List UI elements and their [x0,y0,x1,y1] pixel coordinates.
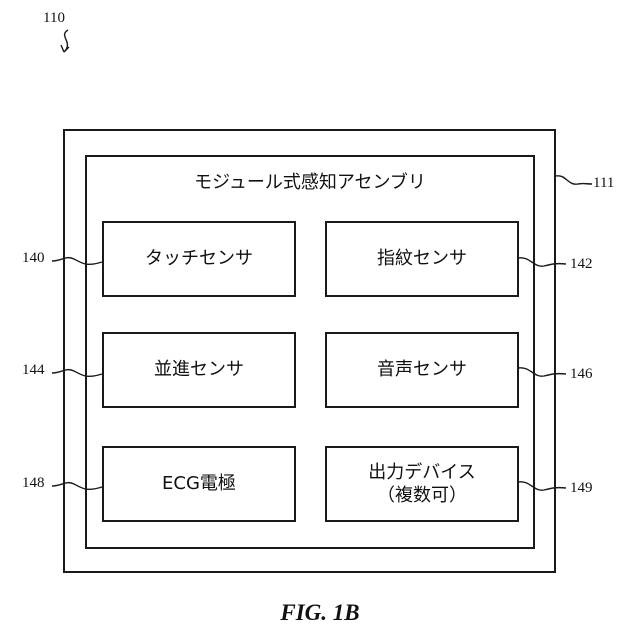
assembly-title: モジュール式感知アセンブリ [85,168,535,194]
leader-111 [556,172,596,192]
figure-caption: FIG. 1B [0,600,640,626]
leader-146 [518,362,568,384]
ref-146: 146 [570,366,593,383]
leader-142 [518,252,568,274]
audio-sensor-label: 音声センサ [377,358,467,381]
ref-148: 148 [22,475,45,492]
touch-sensor-box: タッチセンサ [102,221,296,297]
output-device-box: 出力デバイス （複数可） [325,446,519,522]
translation-sensor-box: 並進センサ [102,332,296,408]
ref-144: 144 [22,362,45,379]
ecg-electrode-box: ECG電極 [102,446,296,522]
leader-144 [52,364,104,384]
ref-140: 140 [22,250,45,267]
fingerprint-sensor-label: 指紋センサ [377,247,467,270]
ref-111: 111 [593,175,614,192]
ref-110: 110 [43,10,65,27]
ref-142: 142 [570,256,593,273]
touch-sensor-label: タッチセンサ [145,247,253,270]
fingerprint-sensor-box: 指紋センサ [325,221,519,297]
audio-sensor-box: 音声センサ [325,332,519,408]
arrow-110 [52,28,82,62]
leader-149 [518,476,568,498]
output-device-label-line1: 出力デバイス [368,461,475,484]
translation-sensor-label: 並進センサ [154,358,244,381]
output-device-label-line2: （複数可） [377,484,467,507]
ref-149: 149 [570,480,593,497]
ecg-electrode-label: ECG電極 [162,472,236,495]
leader-140 [52,252,104,272]
leader-148 [52,477,104,497]
